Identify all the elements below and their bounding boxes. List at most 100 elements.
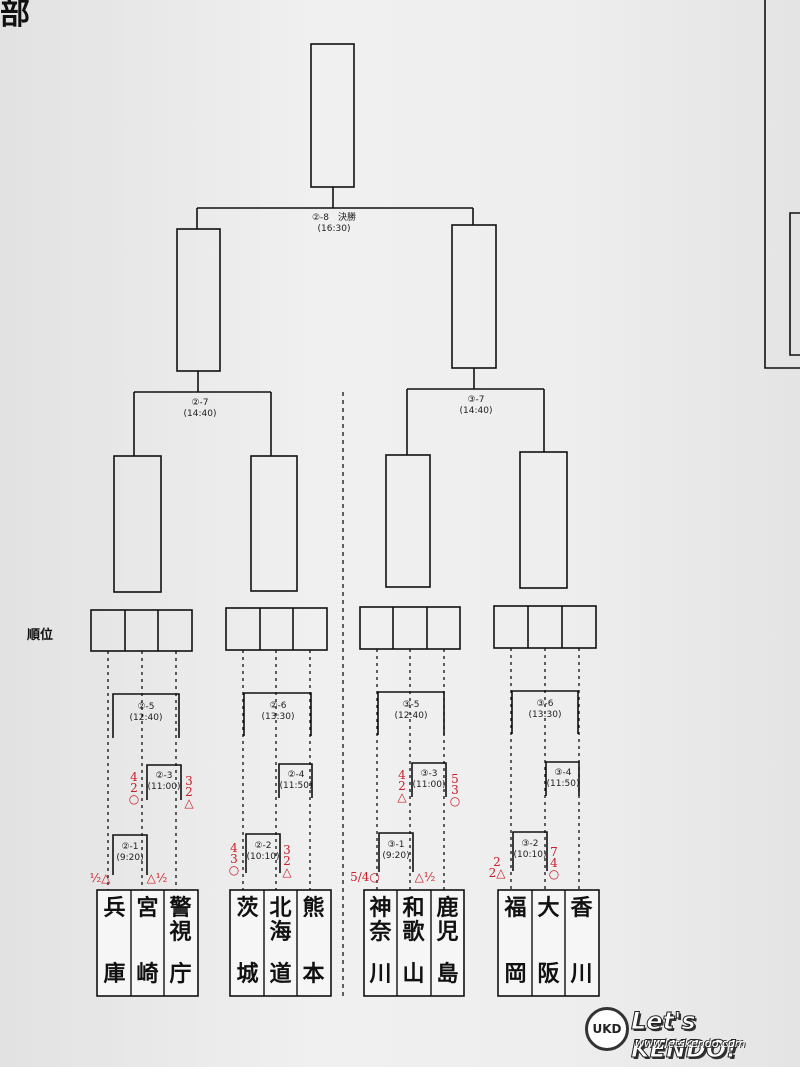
match-code: ③-7	[467, 395, 485, 405]
score-annotation: 4 2 ○	[128, 770, 140, 806]
semifinal-box-left	[176, 228, 221, 372]
match-time: (9:20)	[382, 851, 410, 861]
team-name-bottom: 道	[269, 961, 292, 987]
team-name-top: 熊	[302, 895, 325, 921]
match-time: (10:10)	[246, 852, 280, 862]
team-name-top: 北海	[269, 895, 292, 945]
match-time: (12:40)	[129, 713, 163, 723]
team-miyazaki: 宮 崎	[131, 890, 164, 995]
team-kagawa: 香 川	[565, 890, 598, 995]
logo-url: www.letskendo.com	[635, 1037, 746, 1050]
team-name-top: 鹿児	[436, 895, 459, 945]
team-name-bottom: 山	[402, 961, 425, 987]
team-name-top: 福	[504, 895, 527, 921]
match-time: (10:10)	[513, 850, 547, 860]
logo-text: Let's KENDO!	[631, 1007, 738, 1064]
team-name-top: 和歌	[402, 895, 425, 945]
match-label-2-2: ②-2 (10:10)	[247, 841, 280, 863]
semifinal-box-right	[451, 224, 497, 369]
team-kagoshima: 鹿児 島	[431, 890, 464, 995]
match-label-3-1: ③-1 (9:20)	[382, 840, 409, 862]
score-annotation: 7 4 ○	[548, 845, 560, 881]
team-name-top: 神奈	[369, 895, 392, 945]
team-name-top: 宮	[136, 895, 159, 921]
score-annotation: 4 2 △	[397, 768, 407, 804]
logo-mark-icon: UKD	[585, 1007, 629, 1051]
team-hyogo: 兵 庫	[98, 890, 131, 995]
letskendo-logo: UKD Let's KENDO! www.letskendo.com	[585, 1003, 790, 1064]
match-code: ③-3	[420, 769, 438, 779]
match-time: (11:50)	[279, 781, 313, 791]
team-name-top: 兵	[103, 895, 126, 921]
match-code: ③-5	[402, 700, 420, 710]
team-keishicho: 警視 庁	[164, 890, 197, 995]
block-winner-box-3	[385, 454, 431, 588]
match-code: ③-2	[521, 839, 539, 849]
match-time: (16:30)	[317, 224, 351, 234]
team-name-bottom: 川	[570, 961, 593, 987]
team-name-bottom: 阪	[537, 961, 560, 987]
team-kumamoto: 熊 本	[297, 890, 330, 995]
team-name-bottom: 岡	[504, 961, 527, 987]
team-kanagawa: 神奈 川	[364, 890, 397, 995]
team-name-bottom: 庁	[169, 961, 192, 987]
match-code: ③-6	[536, 699, 554, 709]
team-group-2	[229, 889, 332, 997]
score-annotation: 4 3 ○	[228, 841, 240, 877]
match-label-2-1: ②-1 (9:20)	[116, 842, 143, 864]
team-ibaraki: 茨 城	[231, 890, 264, 995]
team-name-top: 警視	[169, 895, 192, 945]
match-label-3-5: ③-5 (12:40)	[395, 700, 428, 722]
match-label-3-3: ③-3 (11:00)	[413, 769, 446, 791]
rank-boxes	[90, 605, 597, 652]
team-group-3	[363, 889, 465, 997]
match-label-2-5: ②-5 (12:40)	[130, 702, 163, 724]
team-name-bottom: 崎	[136, 961, 159, 987]
team-name-bottom: 城	[236, 961, 259, 987]
match-time: (13:30)	[261, 712, 295, 722]
team-name-top: 大	[537, 895, 560, 921]
match-label-3-7: ③-7 (14:40)	[460, 395, 493, 417]
rank-label: 順位	[27, 628, 54, 643]
match-code: ②-7	[191, 398, 209, 408]
team-wakayama: 和歌 山	[397, 890, 430, 995]
match-label-2-3: ②-3 (11:00)	[148, 771, 181, 793]
team-hokkaido: 北海 道	[264, 890, 297, 995]
match-code: ②-4	[287, 770, 305, 780]
team-group-1	[96, 889, 199, 997]
match-time: (9:20)	[116, 853, 144, 863]
match-code: ②-5	[137, 702, 155, 712]
match-time: (14:40)	[459, 406, 493, 416]
match-label-3-4: ③-4 (11:50)	[547, 768, 580, 790]
match-label-2-4: ②-4 (11:50)	[280, 770, 313, 792]
match-label-3-2: ③-2 (10:10)	[514, 839, 547, 861]
team-name-bottom: 島	[436, 961, 459, 987]
match-label-2-7: ②-7 (14:40)	[184, 398, 217, 420]
score-annotation: △½	[146, 871, 168, 885]
match-code: ③-1	[387, 840, 405, 850]
match-code: ②-6	[269, 701, 287, 711]
match-time: (11:00)	[412, 780, 446, 790]
score-annotation: 3 2 △	[184, 774, 194, 810]
team-group-4	[497, 889, 600, 997]
match-label-2-6: ②-6 (13:30)	[262, 701, 295, 723]
block-winner-box-4	[519, 451, 568, 589]
match-code: ②-8 決勝	[311, 213, 357, 223]
team-name-bottom: 本	[302, 961, 325, 987]
team-name-top: 茨	[236, 895, 259, 921]
match-code: ②-3	[155, 771, 173, 781]
match-code: ②-1	[121, 842, 139, 852]
page-title-fragment: 部	[0, 0, 30, 32]
match-code: ②-2	[254, 841, 272, 851]
match-time: (11:50)	[546, 779, 580, 789]
final-match-label: ②-8 決勝 (16:30)	[312, 213, 356, 235]
team-osaka: 大 阪	[532, 890, 565, 995]
team-fukuoka: 福 岡	[499, 890, 532, 995]
block-winner-box-2	[250, 455, 298, 592]
block-winner-box-1	[113, 455, 162, 593]
match-time: (12:40)	[394, 711, 428, 721]
match-label-3-6: ③-6 (13:30)	[529, 699, 562, 721]
score-annotation: △½	[414, 870, 436, 884]
